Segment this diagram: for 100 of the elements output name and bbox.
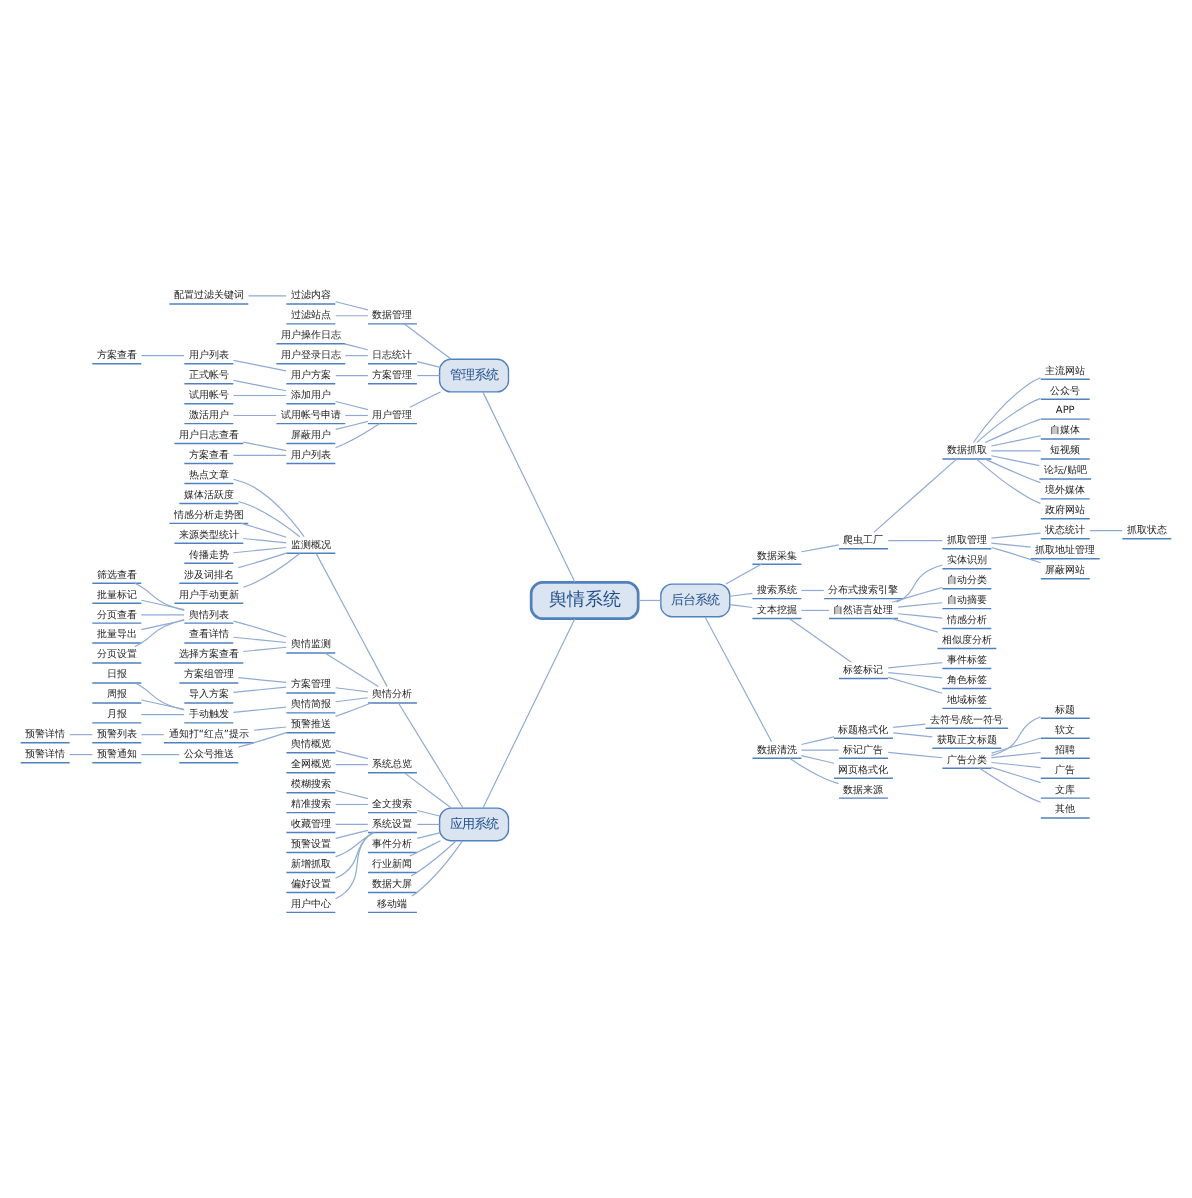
- connector: [800, 608, 830, 610]
- connector: [335, 822, 369, 824]
- connector: [335, 314, 369, 316]
- connector: [416, 822, 441, 824]
- connector: [334, 422, 380, 448]
- connector: [140, 618, 185, 630]
- connector: [800, 754, 835, 763]
- connector: [409, 839, 442, 856]
- connector: [409, 390, 442, 407]
- connector: [800, 735, 835, 745]
- connector: [1089, 529, 1123, 531]
- connector: [410, 839, 457, 876]
- connector: [335, 831, 373, 899]
- connector: [403, 771, 452, 808]
- connector: [69, 733, 93, 735]
- connector: [984, 417, 1041, 443]
- connector: [335, 788, 369, 799]
- connector: [242, 440, 287, 451]
- connector: [134, 581, 185, 610]
- connector: [887, 750, 943, 758]
- connector: [237, 676, 287, 682]
- connector: [232, 705, 287, 712]
- connector: [134, 618, 185, 647]
- connector: [800, 543, 840, 552]
- connector: [403, 322, 452, 359]
- connector: [315, 552, 388, 686]
- connector: [335, 374, 369, 376]
- connector: [140, 753, 180, 755]
- connector: [972, 376, 1042, 443]
- connector: [324, 651, 379, 687]
- connector: [335, 300, 369, 310]
- connector: [335, 763, 369, 765]
- connector: [335, 696, 369, 702]
- connector: [140, 733, 165, 735]
- connector: [416, 360, 441, 367]
- connector: [335, 399, 369, 410]
- connector: [991, 545, 1042, 563]
- connector: [416, 831, 441, 838]
- connector: [976, 396, 1042, 442]
- connector: [897, 612, 943, 618]
- connector: [990, 541, 1032, 547]
- connector: [990, 765, 1042, 783]
- connector: [237, 499, 301, 537]
- connector: [232, 453, 287, 455]
- connector: [704, 615, 773, 742]
- connector: [416, 374, 441, 376]
- connector: [896, 563, 943, 602]
- connector: [887, 539, 943, 541]
- connector: [253, 725, 287, 730]
- connector: [892, 722, 926, 727]
- connector: [335, 749, 369, 759]
- connector: [887, 675, 943, 693]
- connector: [335, 828, 369, 838]
- connector: [887, 671, 943, 678]
- connector: [69, 753, 93, 755]
- connector: [334, 831, 374, 878]
- connector: [416, 808, 441, 816]
- connector: [247, 294, 287, 296]
- connector: [637, 598, 662, 601]
- connector: [335, 686, 369, 692]
- connector: [237, 731, 287, 747]
- connector: [232, 685, 287, 692]
- connector: [232, 619, 287, 637]
- connector: [237, 551, 287, 568]
- connector: [140, 713, 185, 715]
- connector: [140, 598, 185, 610]
- connector: [232, 545, 287, 553]
- connector: [990, 434, 1042, 446]
- node-box: 舆情系统: [529, 579, 640, 619]
- connector: [729, 603, 753, 608]
- connector: [335, 701, 372, 716]
- connector: [990, 750, 1042, 758]
- connector: [897, 601, 943, 607]
- connector: [991, 736, 1042, 753]
- connector: [140, 354, 185, 356]
- connector: [990, 449, 1042, 451]
- connector: [232, 393, 287, 396]
- connector: [240, 521, 287, 537]
- connector: [873, 457, 958, 532]
- connector: [979, 766, 1042, 802]
- connector: [232, 477, 305, 537]
- connector: [725, 562, 762, 584]
- connector: [990, 531, 1042, 538]
- connector: [482, 617, 576, 808]
- connector: [334, 831, 375, 857]
- connector: [232, 413, 277, 416]
- connector: [891, 585, 943, 602]
- connector: [788, 756, 840, 784]
- connector: [984, 457, 1041, 483]
- connector: [800, 748, 840, 750]
- connector: [729, 591, 753, 596]
- connector: [976, 457, 1042, 503]
- connector: [990, 454, 1040, 466]
- connector: [232, 635, 287, 643]
- connector: [335, 802, 369, 805]
- connector: [892, 731, 933, 737]
- connector: [232, 378, 287, 391]
- connector: [242, 552, 301, 587]
- connector: [344, 354, 369, 356]
- connector: [140, 613, 185, 615]
